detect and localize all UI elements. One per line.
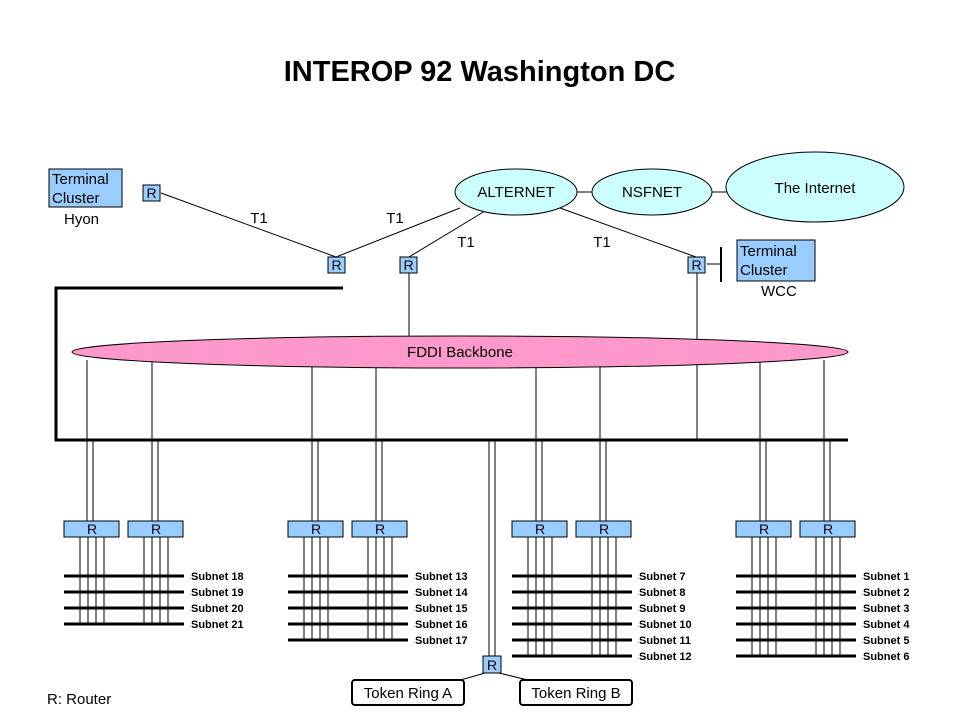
subnet-label: Subnet 1 xyxy=(863,571,909,583)
router: R xyxy=(327,256,346,274)
router: R xyxy=(511,520,568,538)
link-alternet-wcc-router xyxy=(559,207,697,258)
router: R xyxy=(142,184,161,202)
subnet-label: Subnet 3 xyxy=(863,603,909,615)
subnet-label: Subnet 18 xyxy=(191,571,244,583)
router-drops xyxy=(86,360,831,521)
subnet-label: Subnet 2 xyxy=(863,587,909,599)
subnet-label: Subnet 15 xyxy=(415,603,468,615)
terminal-wcc-line1: Terminal xyxy=(740,243,797,260)
svg-text:R: R xyxy=(87,521,97,537)
router: R xyxy=(575,520,632,538)
terminal-hyon-line2: Cluster xyxy=(52,190,100,207)
subnet-label: Subnet 10 xyxy=(639,619,692,631)
svg-text:R: R xyxy=(599,521,609,537)
subnet-label: Subnet 21 xyxy=(191,619,244,631)
terminal-wcc-line2: Cluster xyxy=(740,262,788,279)
fddi-backbone xyxy=(71,335,849,369)
svg-text:R: R xyxy=(151,521,161,537)
subnet-label: Subnet 6 xyxy=(863,651,909,663)
internet-cloud xyxy=(725,151,905,223)
svg-text:R: R xyxy=(375,521,385,537)
svg-text:R: R xyxy=(691,257,701,273)
router: R xyxy=(63,520,120,538)
svg-text:R: R xyxy=(146,185,156,201)
wan-links xyxy=(160,191,727,265)
router: R xyxy=(399,256,418,274)
terminal-hyon-line1: Terminal xyxy=(52,171,109,188)
token-ring-a xyxy=(351,679,465,706)
svg-text:R: R xyxy=(311,521,321,537)
subnet-label: Subnet 8 xyxy=(639,587,685,599)
router: R xyxy=(482,655,502,674)
terminal-cluster-hyon xyxy=(48,168,123,208)
subnet-label: Subnet 17 xyxy=(415,635,468,647)
link-hyon-router xyxy=(160,192,337,258)
terminal-wcc-name: WCC xyxy=(761,283,797,300)
subnet-label: Subnet 16 xyxy=(415,619,468,631)
nsfnet-label: NSFNET xyxy=(622,184,682,201)
router: R xyxy=(351,520,408,538)
page-title: INTEROP 92 Washington DC xyxy=(283,56,676,88)
alternet-label: ALTERNET xyxy=(477,184,554,201)
token-ring-b-label: Token Ring B xyxy=(531,685,620,702)
subnet-label: Subnet 13 xyxy=(415,571,468,583)
router: R xyxy=(735,520,792,538)
svg-text:R: R xyxy=(535,521,545,537)
subnet-label: Subnet 9 xyxy=(639,603,685,615)
router: R xyxy=(799,520,856,538)
svg-text:R: R xyxy=(759,521,769,537)
token-ring-b xyxy=(519,679,633,706)
t1-label: T1 xyxy=(386,210,404,227)
t1-label: T1 xyxy=(250,210,268,227)
subnet-label: Subnet 5 xyxy=(863,635,909,647)
fddi-backbone-label: FDDI Backbone xyxy=(407,344,513,361)
t1-label: T1 xyxy=(593,234,611,251)
subnet-area: Subnet 18 Subnet 19 Subnet 20 Subnet 21 R R Su… xyxy=(63,520,910,663)
svg-text:R: R xyxy=(487,657,497,673)
router: R xyxy=(127,520,184,538)
link-router2-alternet xyxy=(408,207,491,258)
internet-label: The Internet xyxy=(775,180,857,197)
token-ring-a-label: Token Ring A xyxy=(364,685,452,702)
subnet-label: Subnet 11 xyxy=(639,635,691,647)
subnet-label: Subnet 20 xyxy=(191,603,244,615)
router: R xyxy=(287,520,344,538)
terminal-hyon-name: Hyon xyxy=(64,211,99,228)
router: R xyxy=(687,256,706,274)
nsfnet-cloud xyxy=(591,168,713,216)
t1-label: T1 xyxy=(457,234,475,251)
svg-text:R: R xyxy=(331,257,341,273)
subnet-label: Subnet 7 xyxy=(639,571,685,583)
legend-router: R: Router xyxy=(47,691,111,708)
subnet-label: Subnet 4 xyxy=(863,619,910,631)
svg-text:R: R xyxy=(403,257,413,273)
link-router-alternet xyxy=(335,207,461,258)
subnet-label: Subnet 12 xyxy=(639,651,692,663)
subnet-label: Subnet 19 xyxy=(191,587,244,599)
terminal-cluster-wcc xyxy=(736,239,816,282)
svg-text:R: R xyxy=(823,521,833,537)
subnet-label: Subnet 14 xyxy=(415,587,468,599)
alternet-cloud xyxy=(454,168,578,216)
thick-bus xyxy=(54,286,848,442)
